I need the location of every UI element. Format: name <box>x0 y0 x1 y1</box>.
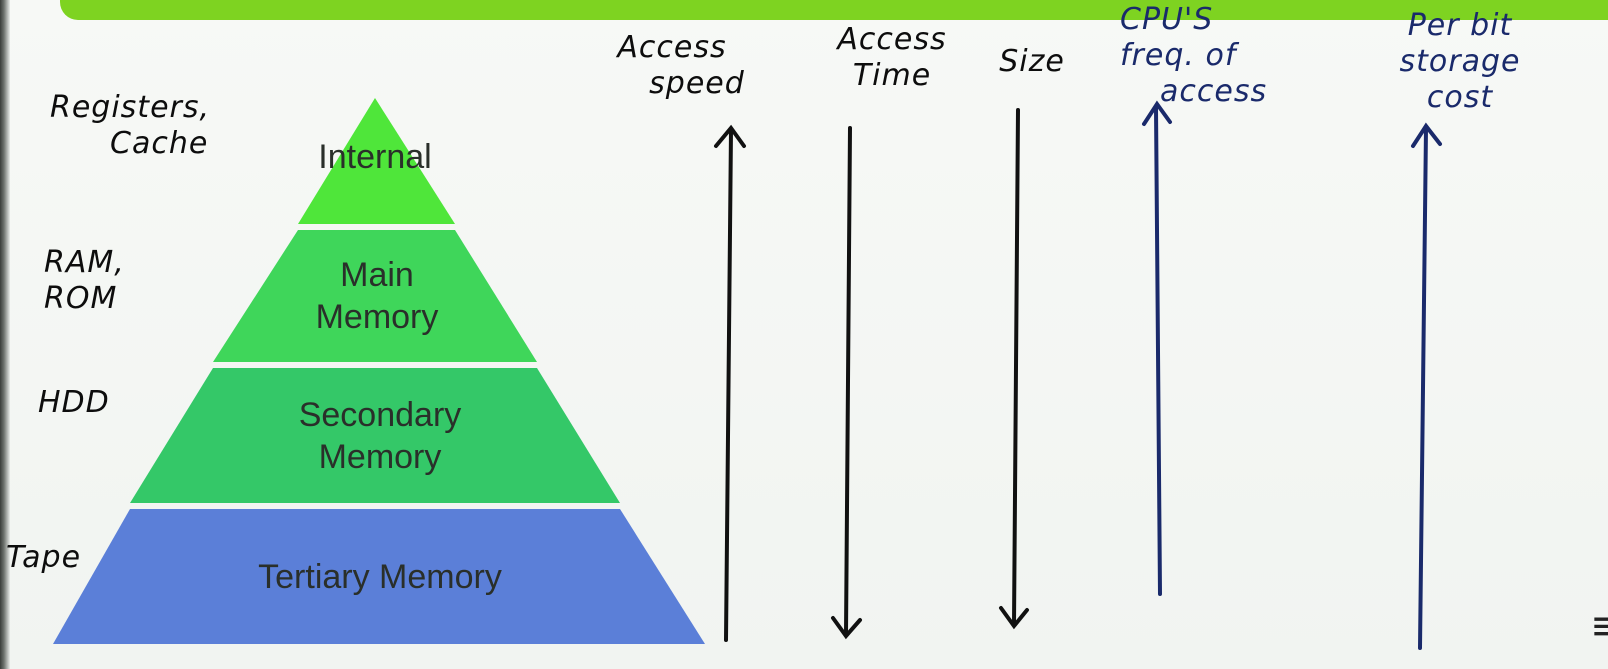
column-label-access-speed: Access speed <box>617 30 745 101</box>
note-ram-rom: RAM, ROM <box>44 245 125 316</box>
size-arrow <box>999 108 1029 630</box>
access-time-arrow <box>831 126 862 640</box>
note-registers-cache: Registers, Cache <box>50 90 211 161</box>
column-label-per-bit-cost: Per bit storage cost <box>1399 8 1521 115</box>
note-tape: Tape <box>6 540 82 575</box>
per-bit-cost-arrow <box>1411 122 1442 650</box>
pyramid-label-secondary-memory: Secondary Memory <box>298 396 462 476</box>
access-speed-arrow <box>714 124 746 642</box>
pyramid-layer-main-memory <box>213 230 537 362</box>
column-label-size: Size <box>999 44 1065 79</box>
pyramid-label-main-memory: Main Memory <box>315 256 439 336</box>
board-frame-edge <box>0 0 10 669</box>
note-hdd: HDD <box>38 385 110 420</box>
top-accent-bar <box>60 0 1608 20</box>
cpu-freq-arrow <box>1142 100 1172 596</box>
column-label-cpu-freq: CPU'S freq. of access <box>1120 2 1268 109</box>
pyramid-layer-tertiary-memory <box>53 509 705 644</box>
pyramid-label-internal: Internal <box>318 138 432 176</box>
pyramid-label-tertiary-memory: Tertiary Memory <box>258 558 502 596</box>
pyramid-layer-internal <box>298 98 455 224</box>
pyramid-layer-secondary-memory <box>130 368 620 503</box>
column-label-access-time: Access Time <box>837 22 947 93</box>
edge-scribble-mark: ≡ <box>1590 603 1608 649</box>
